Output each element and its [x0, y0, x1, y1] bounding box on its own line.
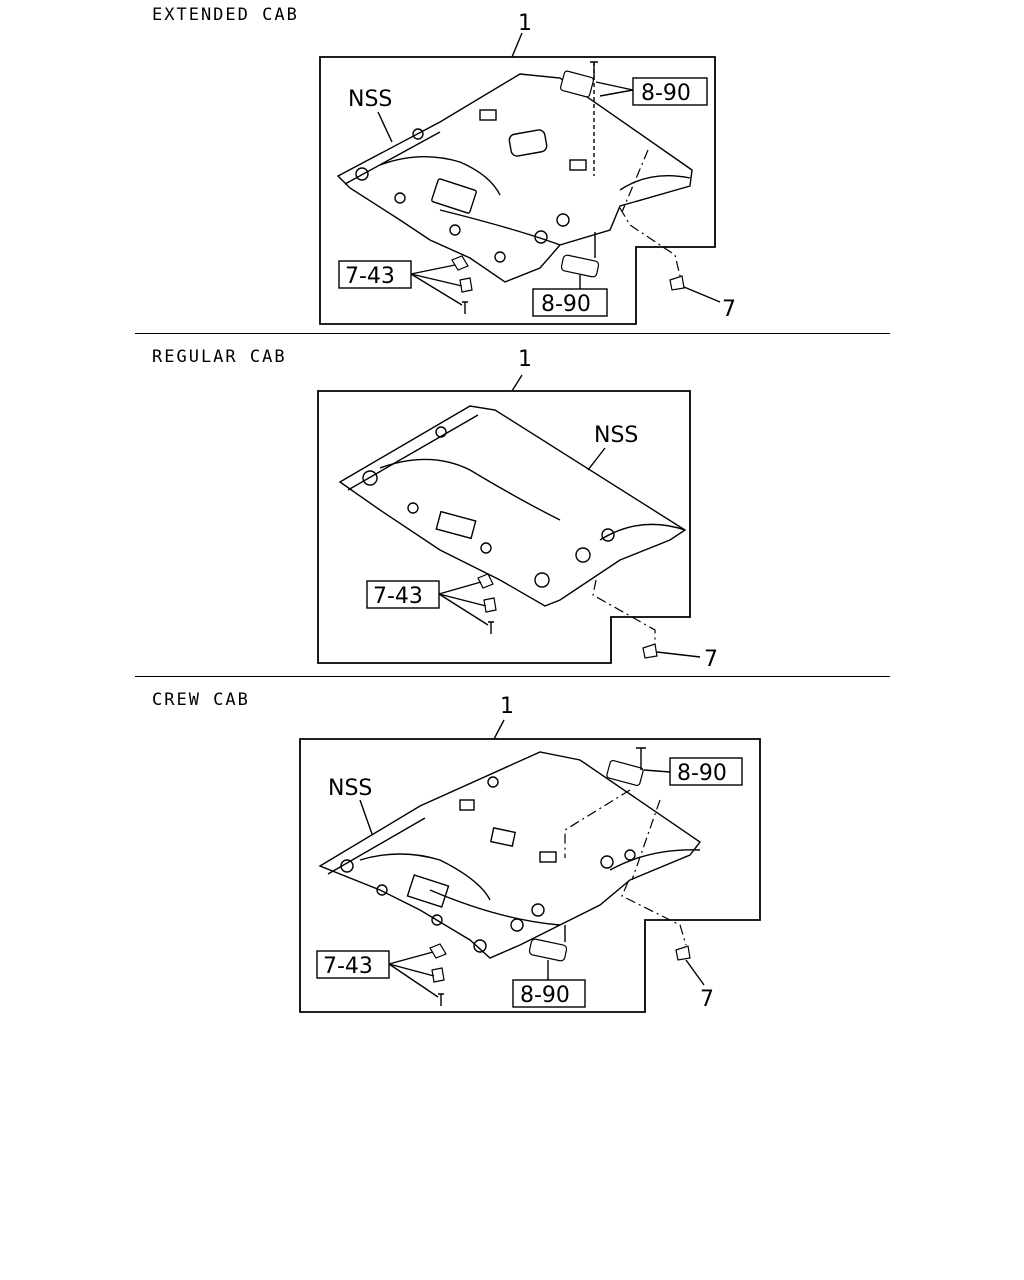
ref-box-lower [512, 979, 586, 1008]
section-title-crew-cab: CREW CAB [152, 690, 250, 710]
section-divider [135, 676, 890, 677]
headliner-panel [336, 73, 693, 283]
callout-7: 7 [704, 647, 718, 672]
assembly-frame [317, 390, 691, 664]
ref-7-43: 7-43 [323, 954, 373, 979]
section-title-extended-cab: EXTENDED CAB [152, 5, 299, 25]
crew-cab-diagram: 1 NSS 8-90 8-90 7-43 [299, 694, 761, 1013]
clip-icon [429, 943, 447, 959]
section-divider [135, 333, 890, 334]
assembly-leader [493, 719, 505, 740]
screw-icon [642, 643, 658, 659]
ref-7-43: 7-43 [345, 264, 395, 289]
screw-icon [590, 61, 598, 80]
ref-7-43: 7-43 [373, 584, 423, 609]
callout-7: 7 [700, 987, 714, 1012]
assembly-callout-1: 1 [518, 11, 532, 36]
section-title-regular-cab: REGULAR CAB [152, 347, 287, 367]
screw-icon [462, 301, 468, 314]
screw-icon [675, 945, 691, 961]
clip-icon [431, 967, 445, 983]
clip-icon [459, 277, 473, 293]
assembly-callout-1: 1 [518, 347, 532, 372]
headliner-panel [318, 751, 702, 959]
ref-8-90-lower: 8-90 [541, 292, 591, 317]
grip-base [560, 254, 600, 278]
clip-icon [451, 255, 469, 271]
ref-8-90-upper: 8-90 [641, 81, 691, 106]
screw-icon [669, 275, 685, 291]
ref-box-upper [632, 77, 708, 106]
extended-cab-diagram: 1 NSS 8-90 8-90 [319, 11, 736, 325]
screw-icon [636, 747, 646, 770]
headliner-panel [338, 405, 687, 607]
assembly-leader [511, 374, 523, 392]
ref-8-90-upper: 8-90 [677, 761, 727, 786]
assembly-frame [319, 56, 716, 325]
assembly-leader [511, 32, 523, 58]
dome-light-opening [508, 129, 548, 157]
screw-icon [488, 621, 494, 634]
assembly-callout-1: 1 [500, 694, 514, 719]
screw-icon [438, 993, 444, 1006]
nss-label: NSS [348, 87, 392, 112]
nss-label: NSS [594, 423, 638, 448]
assembly-frame [299, 738, 761, 1013]
nss-label: NSS [328, 776, 372, 801]
regular-cab-diagram: 1 NSS 7-43 7 [317, 347, 718, 672]
assist-grip-bracket [606, 759, 644, 787]
assist-grip-bracket [559, 70, 595, 98]
clip-icon [477, 573, 494, 589]
callout-7: 7 [722, 297, 736, 322]
clip-icon [483, 597, 497, 613]
ref-8-90-lower: 8-90 [520, 983, 570, 1008]
grip-base [528, 938, 568, 962]
ref-box-lower [532, 288, 608, 317]
